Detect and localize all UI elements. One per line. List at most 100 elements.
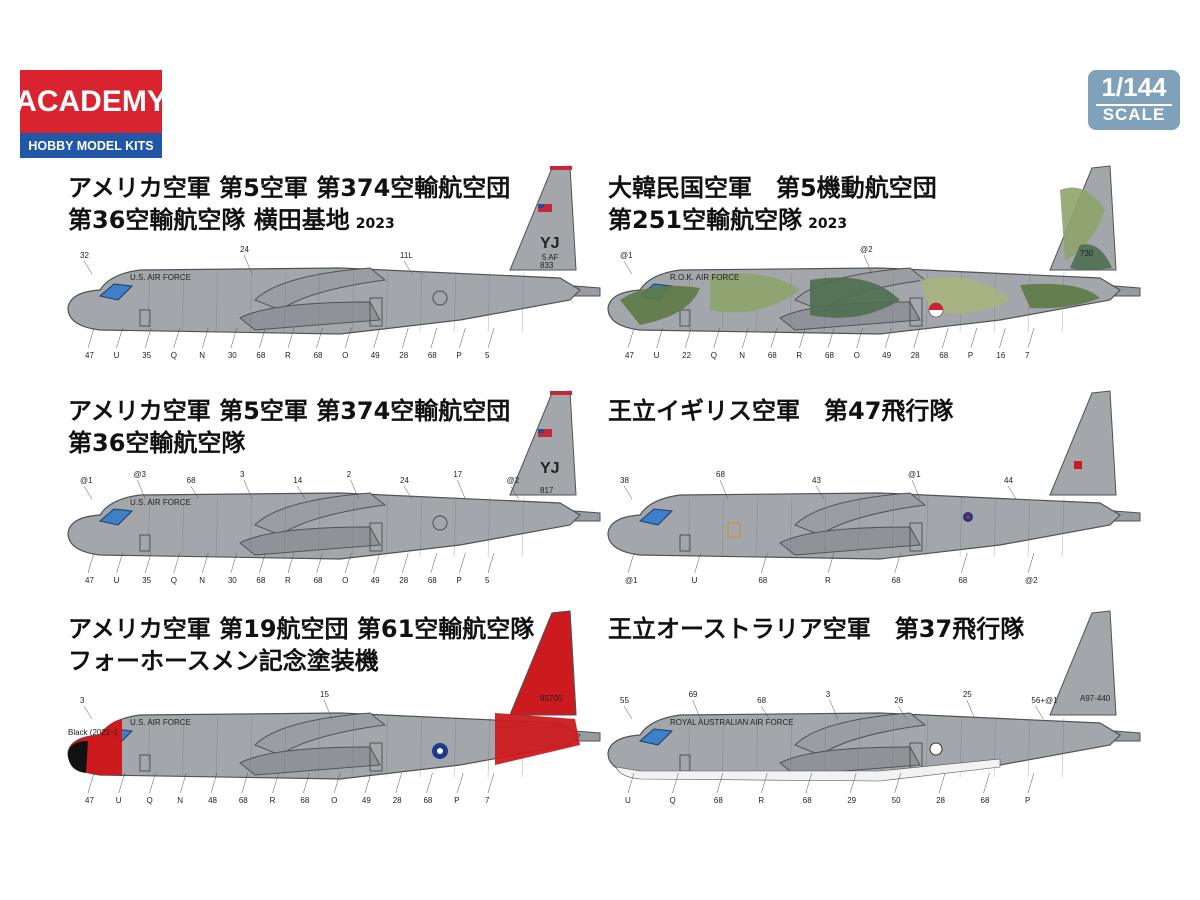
panel-title-line2: 第36空輸航空隊 xyxy=(68,427,510,463)
camo-patch xyxy=(620,285,700,325)
panel-year: 2023 xyxy=(808,216,848,232)
tail-fin xyxy=(1049,390,1117,496)
callout-label: U xyxy=(654,351,660,360)
fuselage xyxy=(67,267,581,335)
panel-line xyxy=(249,271,253,333)
callout-label: 56+@1 xyxy=(1031,696,1058,705)
callout-leader xyxy=(316,327,323,349)
panel-title-line2-text: フォーホースメン記念塗装機 xyxy=(68,647,379,675)
panel-line xyxy=(351,716,355,778)
academy-logo: ACADEMY HOBBY MODEL KITS xyxy=(15,70,167,158)
callout-label: 3 xyxy=(240,470,245,479)
tail-fin xyxy=(1049,610,1117,716)
panel-line xyxy=(283,716,287,778)
callout-leader xyxy=(805,772,813,794)
wing xyxy=(254,267,387,311)
engine-nacelle xyxy=(779,526,921,556)
callout-leader xyxy=(87,552,95,574)
callout-leader xyxy=(259,327,266,349)
panel-line xyxy=(181,271,185,333)
callout-leader xyxy=(144,552,152,574)
fuselage-text: U.S. AIR FORCE xyxy=(130,273,191,282)
callout-label: Q xyxy=(171,576,177,585)
callout-label: 17 xyxy=(453,470,462,479)
wing xyxy=(794,492,927,536)
callout-leader xyxy=(210,772,218,794)
panel-line xyxy=(215,271,219,333)
callout-leader xyxy=(272,772,279,794)
callout-label: @2 xyxy=(860,245,873,254)
panel-title: 王立イギリス空軍 第47飛行隊 xyxy=(608,395,953,427)
panel-line xyxy=(249,716,253,778)
callout-leader xyxy=(243,254,253,275)
callout-label: 47 xyxy=(625,351,634,360)
panel-title-line1: 大韓民国空軍 第5機動航空団 xyxy=(608,174,937,202)
panel-line xyxy=(419,716,423,778)
callout-label: 68 xyxy=(768,351,777,360)
callout-label: 68 xyxy=(958,576,967,585)
us-flag-canton xyxy=(538,429,544,433)
crew-door xyxy=(139,309,151,327)
callout-leader xyxy=(83,485,93,500)
panel-line xyxy=(1061,716,1065,778)
callout-leader xyxy=(323,699,333,720)
callout-leader xyxy=(1027,552,1035,574)
callout-leader xyxy=(656,327,663,349)
panel-line xyxy=(419,271,423,333)
tail-stripe xyxy=(550,166,572,170)
callout-label: 30 xyxy=(228,351,237,360)
callout-leader xyxy=(402,552,409,574)
panel-line xyxy=(215,716,219,778)
panel-line xyxy=(755,496,759,558)
raf-roundel-center xyxy=(966,515,970,519)
cockpit-window xyxy=(638,508,674,526)
callout-leader xyxy=(672,772,679,794)
callout-label: 55 xyxy=(620,696,629,705)
roundel-rok-red xyxy=(929,303,943,310)
callout-leader xyxy=(259,552,266,574)
callout-leader xyxy=(761,772,768,794)
callout-leader xyxy=(180,772,187,794)
callout-leader xyxy=(856,327,863,349)
callout-label: @1 xyxy=(620,251,633,260)
callout-leader xyxy=(487,552,495,574)
callout-label: 68 xyxy=(314,576,323,585)
raf-fin-flash xyxy=(1074,461,1082,469)
callout-label: 68 xyxy=(187,476,196,485)
callout-leader xyxy=(627,327,635,349)
white-belly xyxy=(615,758,1001,782)
callout-leader xyxy=(426,772,433,794)
camo-patch xyxy=(710,273,800,313)
panel-line xyxy=(317,716,321,778)
panel-line xyxy=(789,271,793,333)
panel-line xyxy=(487,716,491,778)
panel-line xyxy=(249,496,253,558)
callout-label: 68 xyxy=(239,796,248,805)
callout-label: 24 xyxy=(400,476,409,485)
callout-label: 38 xyxy=(620,476,629,485)
scale-badge: 1/144 SCALE xyxy=(1088,70,1180,130)
callout-label: Q xyxy=(669,796,675,805)
callout-leader xyxy=(970,327,978,349)
panel-line xyxy=(351,496,355,558)
callout-label: P xyxy=(454,796,459,805)
engine-nacelle xyxy=(779,746,921,776)
callout-leader xyxy=(173,552,180,574)
callout-label: Q xyxy=(711,351,717,360)
callout-label: 49 xyxy=(362,796,371,805)
callout-leader xyxy=(827,327,835,349)
callout-label: @1 xyxy=(908,470,921,479)
callout-leader xyxy=(829,699,838,720)
callout-leader xyxy=(884,327,892,349)
callout-leader xyxy=(694,552,701,574)
panel-line xyxy=(891,496,895,558)
callout-label: 35 xyxy=(142,351,151,360)
callout-leader xyxy=(898,705,907,720)
usaf-roundel-lowvis xyxy=(432,515,448,531)
callout-label: P xyxy=(968,351,973,360)
callout-label: 47 xyxy=(85,796,94,805)
callout-leader xyxy=(287,552,295,574)
callout-leader xyxy=(202,327,209,349)
callout-leader xyxy=(116,327,123,349)
